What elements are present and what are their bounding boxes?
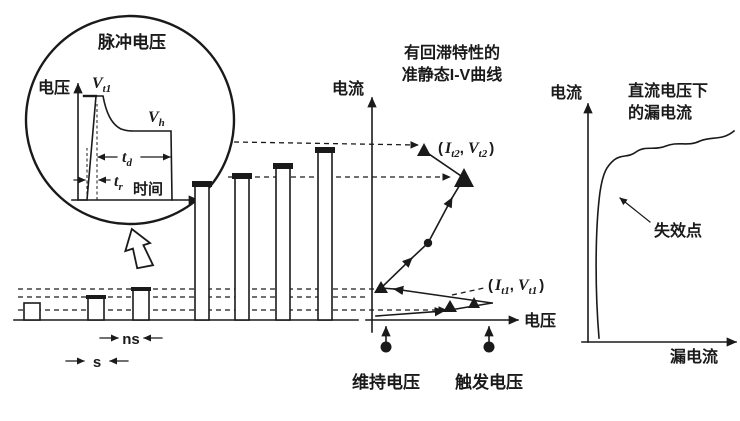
it1-v-sub: t1 xyxy=(529,285,538,297)
it1-i-sub: t1 xyxy=(501,285,510,297)
magnify-arrow-icon xyxy=(123,227,155,270)
it2-v-sub: t2 xyxy=(479,148,488,160)
it1-comma: , xyxy=(510,277,514,294)
tr-sub: r xyxy=(118,181,123,193)
pulse-small-1 xyxy=(23,302,41,321)
pulse-train: ns s xyxy=(13,147,359,371)
pulse-small-3 xyxy=(132,288,150,321)
iv-upper-branch-c xyxy=(426,196,454,245)
it1-v: V xyxy=(518,277,530,294)
tr-base: t xyxy=(114,173,119,190)
pulse-small-3-cap xyxy=(131,287,151,291)
holding-voltage-label: 维持电压 xyxy=(352,372,420,392)
vt1-sub: t1 xyxy=(103,83,112,95)
it2-comma: , xyxy=(460,140,464,157)
it1-close: ) xyxy=(539,277,544,294)
marker-top-triangle xyxy=(417,143,431,156)
pulse-tall-3 xyxy=(275,165,291,321)
pulse-tall-3-cap xyxy=(273,163,293,169)
holding-voltage-dot xyxy=(380,341,392,353)
td-base: t xyxy=(122,149,127,166)
pulse-tall-1 xyxy=(194,183,210,321)
iv-x-axis-label: 电压 xyxy=(524,311,556,330)
inset-y-axis-label: 电压 xyxy=(38,78,70,97)
td-label: td xyxy=(122,149,132,169)
pulse-small-2 xyxy=(87,296,105,321)
leakage-chart: 电流 直流电压下 的漏电流 漏电流 失效点 xyxy=(550,81,738,366)
iv-upper-branch-a xyxy=(379,256,414,290)
it1-vt1-label: (It1,Vt1) xyxy=(488,277,544,297)
it2-i-sub: t2 xyxy=(451,148,460,160)
vh-label: Vh xyxy=(148,109,165,129)
marker-it2-triangle xyxy=(454,168,474,187)
it1-open: ( xyxy=(488,277,493,294)
ns-label: ns xyxy=(122,331,140,348)
dash-vh-to-it2-top xyxy=(233,141,419,149)
pulse-tall-4-cap xyxy=(315,147,335,153)
iv-y-axis-label: 电流 xyxy=(332,79,364,98)
leak-y-axis-label: 电流 xyxy=(550,83,582,102)
pulse-inset: 脉冲电压 电压 时间 Vt1 Vh td tr xyxy=(24,14,236,226)
iv-chart: 有回滞特性的 准静态I-V曲线 电流 电压 (It2,Vt2) (It1,Vt1… xyxy=(332,43,556,392)
leakage-curve xyxy=(595,129,736,339)
it2-open: ( xyxy=(438,140,443,157)
trigger-voltage-dot xyxy=(483,341,495,353)
trigger-voltage-label: 触发电压 xyxy=(454,372,523,392)
magnify-arrow-shape xyxy=(123,227,155,270)
inset-pulse-waveform xyxy=(79,95,173,201)
td-sub: d xyxy=(126,157,132,169)
marker-trigger-triangle-1 xyxy=(443,300,457,312)
pulse-tall-2-cap xyxy=(232,173,252,179)
dash-to-it1-label xyxy=(451,287,485,296)
failure-point-arrow xyxy=(619,197,651,223)
pulse-small-2-cap xyxy=(86,295,106,299)
marker-holding-triangle xyxy=(374,281,388,293)
it1-i: I xyxy=(494,277,502,294)
iv-title-line2: 准静态I-V曲线 xyxy=(402,65,502,84)
it2-v: V xyxy=(468,140,480,157)
marker-mid-dot xyxy=(423,238,433,248)
pulse-tall-2 xyxy=(234,175,250,321)
vt1-label: Vt1 xyxy=(92,75,111,95)
iv-snapback-jump xyxy=(392,285,493,304)
iv-failure-branch xyxy=(424,150,466,180)
pulse-tall-4 xyxy=(317,149,333,321)
failure-point-label: 失效点 xyxy=(654,221,702,240)
it2-vt2-label: (It2,Vt2) xyxy=(438,140,494,160)
tr-label: tr xyxy=(114,173,123,193)
s-label: s xyxy=(93,354,101,371)
it2-i: I xyxy=(444,140,452,157)
inset-title: 脉冲电压 xyxy=(97,32,166,52)
vh-base: V xyxy=(148,109,160,126)
marker-trigger-triangle-2 xyxy=(468,297,480,308)
inset-x-axis-label: 时间 xyxy=(133,180,163,198)
dashed-connectors xyxy=(18,141,485,314)
it2-close: ) xyxy=(489,140,494,157)
vh-sub: h xyxy=(159,117,165,129)
leak-x-axis-label: 漏电流 xyxy=(670,347,718,366)
leak-title-line1: 直流电压下 xyxy=(628,81,708,100)
pulse-tall-1-cap xyxy=(192,181,212,187)
iv-title-line1: 有回滞特性的 xyxy=(404,43,500,62)
vt1-base: V xyxy=(92,75,104,92)
leak-title-line2: 的漏电流 xyxy=(628,103,692,122)
iv-low-branch-a xyxy=(375,307,446,317)
